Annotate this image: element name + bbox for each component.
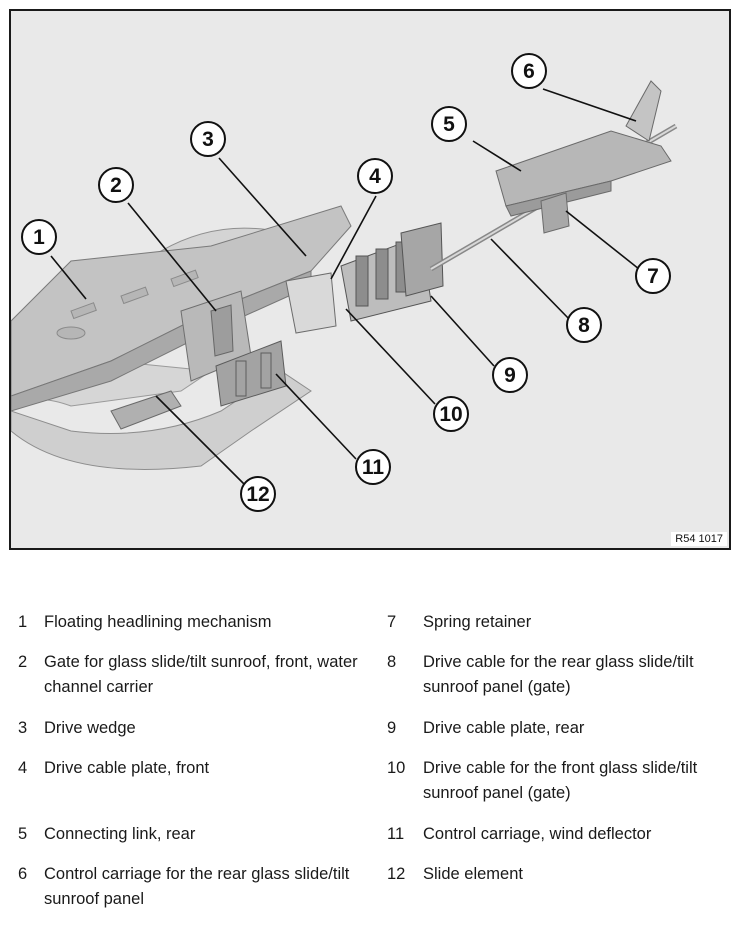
rear-control-carriage	[625, 80, 662, 142]
callout-6: 6	[511, 53, 547, 89]
legend-item-4: 4 Drive cable plate, front	[18, 756, 358, 822]
callout-3: 3	[190, 121, 226, 157]
svg-text:9: 9	[504, 364, 516, 387]
legend-item-1: 1 Floating headlining mechanism	[18, 610, 358, 650]
legend-item-9: 9 Drive cable plate, rear	[387, 716, 737, 756]
legend-text: Slide element	[423, 865, 523, 883]
svg-text:8: 8	[578, 314, 590, 337]
rear-drive-plate	[340, 222, 444, 322]
callout-8: 8	[566, 307, 602, 343]
svg-text:5: 5	[443, 113, 455, 136]
wind-deflector-carriage	[215, 340, 287, 407]
svg-text:7: 7	[647, 265, 659, 288]
legend-column-right: 7 Spring retainer 8 Drive cable for the …	[387, 610, 737, 914]
callout-11: 11	[355, 449, 391, 485]
legend-item-8: 8 Drive cable for the rear glass slide/t…	[387, 650, 737, 716]
legend-number: 12	[387, 865, 406, 883]
callout-4: 4	[357, 158, 393, 194]
legend-text: Floating headlining mechanism	[44, 613, 272, 631]
legend-number: 5	[18, 825, 28, 843]
callout-10: 10	[433, 396, 469, 432]
legend-text: Drive cable for the front glass slide/ti…	[423, 759, 698, 802]
callout-5: 5	[431, 106, 467, 142]
legend-text: Drive wedge	[44, 719, 136, 737]
callout-7: 7	[635, 258, 671, 294]
legend-text: Drive cable for the rear glass slide/til…	[423, 653, 694, 696]
legend-number: 8	[387, 653, 397, 671]
legend-number: 10	[387, 759, 406, 777]
legend-number: 9	[387, 719, 397, 737]
legend-number: 11	[387, 825, 405, 843]
legend-number: 3	[18, 719, 28, 737]
legend-item-3: 3 Drive wedge	[18, 716, 358, 756]
callouts: 1 2 3 4 5 6 7	[21, 53, 671, 512]
svg-text:12: 12	[246, 483, 269, 506]
svg-text:2: 2	[110, 174, 122, 197]
legend-item-2: 2 Gate for glass slide/tilt sunroof, fro…	[18, 650, 358, 716]
legend-item-7: 7 Spring retainer	[387, 610, 737, 650]
svg-text:3: 3	[202, 128, 214, 151]
figure-reference-code: R54 1017	[671, 532, 727, 546]
legend-item-5: 5 Connecting link, rear	[18, 822, 358, 862]
spring-retainer	[540, 192, 570, 234]
legend-column-left: 1 Floating headlining mechanism 2 Gate f…	[18, 610, 358, 914]
legend-item-12: 12 Slide element	[387, 862, 737, 914]
svg-text:11: 11	[362, 456, 385, 479]
legend-number: 1	[18, 613, 28, 631]
legend-number: 6	[18, 865, 28, 883]
callout-12: 12	[240, 476, 276, 512]
legend-number: 2	[18, 653, 28, 671]
legend-text: Drive cable plate, rear	[423, 719, 585, 737]
legend-text: Spring retainer	[423, 613, 532, 631]
legend-number: 4	[18, 759, 28, 777]
callout-1: 1	[21, 219, 57, 255]
legend-item-6: 6 Control carriage for the rear glass sl…	[18, 862, 358, 914]
legend-text: Connecting link, rear	[44, 825, 196, 843]
mechanism-drawing: 1 2 3 4 5 6 7	[11, 53, 678, 512]
mechanism-illustration: 1 2 3 4 5 6 7	[9, 9, 731, 550]
legend-text: Drive cable plate, front	[44, 759, 210, 777]
svg-text:10: 10	[439, 403, 462, 426]
legend-text: Control carriage, wind deflector	[423, 825, 652, 843]
svg-text:4: 4	[369, 165, 381, 188]
legend-text: Gate for glass slide/tilt sunroof, front…	[44, 653, 358, 696]
legend-number: 7	[387, 613, 397, 631]
legend-text: Control carriage for the rear glass slid…	[44, 865, 350, 908]
svg-text:6: 6	[523, 60, 535, 83]
svg-text:1: 1	[33, 226, 45, 249]
legend-item-10: 10 Drive cable for the front glass slide…	[387, 756, 737, 822]
callout-9: 9	[492, 357, 528, 393]
callout-2: 2	[98, 167, 134, 203]
leader-lines	[50, 88, 645, 487]
frame-lower	[11, 370, 312, 470]
slide-element	[110, 390, 182, 430]
gate-carrier-face	[210, 304, 234, 357]
legend-item-11: 11 Control carriage, wind deflector	[387, 822, 737, 862]
rail-plate-cutouts	[56, 269, 199, 340]
front-drive-plate	[285, 272, 337, 334]
